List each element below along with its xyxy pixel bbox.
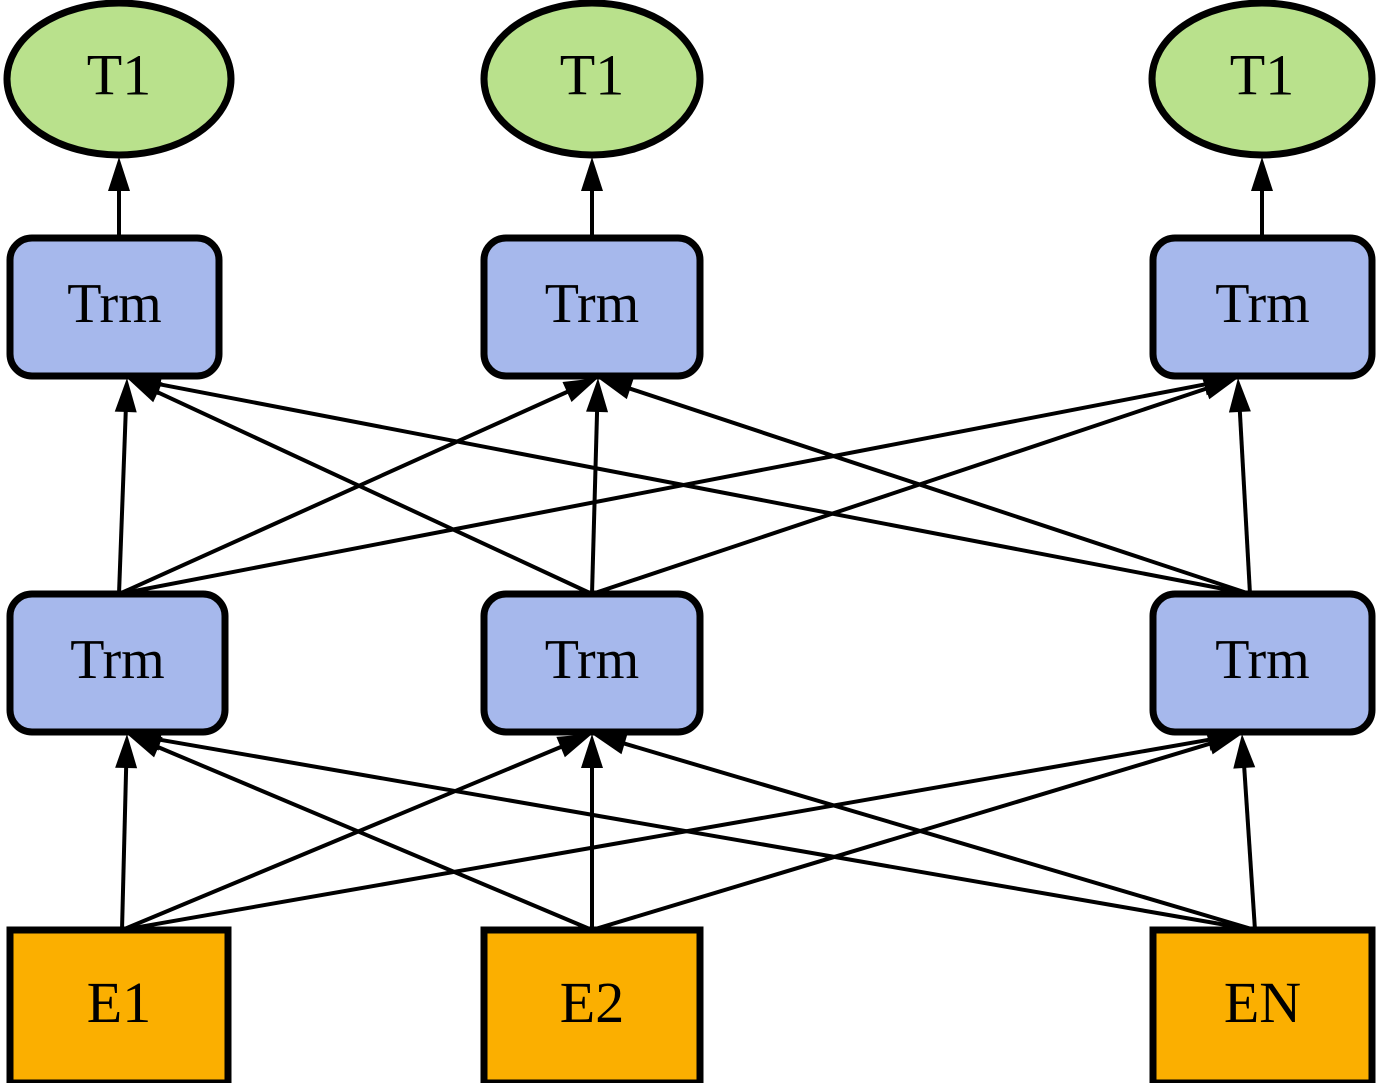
node-group-output-tokens: T1 T1 T1 xyxy=(3,0,1376,159)
edge-e2-to-trm-l-right xyxy=(591,733,1242,932)
edge-trm-u-right-to-t1-right xyxy=(1251,157,1273,238)
edge-trm-l-right-to-trm-u-right xyxy=(1228,378,1252,595)
node-shape-e2 xyxy=(480,926,704,1083)
edge-trm-l-right-to-trm-u-middle xyxy=(598,378,1251,596)
edge-group-transformer2-to-tokens xyxy=(108,157,1273,238)
edge-group-transformer1-to-transformer2 xyxy=(114,373,1252,596)
edge-trm-l-left-to-trm-u-left xyxy=(114,378,137,595)
edge-e2-to-trm-l-middle xyxy=(581,734,603,930)
node-trm-u-right[interactable]: Trm xyxy=(1149,234,1376,380)
node-trm-u-left[interactable]: Trm xyxy=(6,234,223,380)
edge-en-to-trm-l-middle xyxy=(592,733,1256,932)
node-trm-l-right[interactable]: Trm xyxy=(1149,590,1376,736)
node-shape-trm-l-left xyxy=(6,590,229,736)
node-shape-trm-l-middle xyxy=(480,590,704,736)
node-group-transformer-layer-2: Trm Trm Trm xyxy=(6,234,1376,380)
node-shape-e1 xyxy=(6,926,232,1083)
edge-en-to-trm-l-right xyxy=(1233,734,1257,931)
node-shape-trm-l-right xyxy=(1149,590,1376,736)
node-trm-l-left[interactable]: Trm xyxy=(6,590,229,736)
node-t1-left[interactable]: T1 xyxy=(3,0,235,159)
node-t1-right[interactable]: T1 xyxy=(1148,0,1376,159)
node-shape-t1-middle xyxy=(480,0,704,159)
node-e1[interactable]: E1 xyxy=(6,926,232,1083)
edge-group-embeddings-to-transformer1 xyxy=(115,728,1257,932)
node-shape-t1-right xyxy=(1148,0,1376,159)
node-shape-trm-u-middle xyxy=(480,234,704,380)
node-shape-trm-u-right xyxy=(1149,234,1376,380)
edge-e1-to-trm-l-left xyxy=(115,734,138,931)
node-shape-trm-u-left xyxy=(6,234,223,380)
edge-trm-l-left-to-trm-u-middle xyxy=(118,378,598,596)
node-trm-u-middle[interactable]: Trm xyxy=(480,234,704,380)
node-group-input-embeddings: E1 E2 EN xyxy=(6,926,1376,1083)
edge-e1-to-trm-l-middle xyxy=(121,734,592,932)
node-group-transformer-layer-1: Trm Trm Trm xyxy=(6,590,1376,736)
node-e2[interactable]: E2 xyxy=(480,926,704,1083)
edge-trm-l-middle-to-trm-u-right xyxy=(591,378,1238,596)
node-shape-en xyxy=(1149,926,1376,1083)
edge-trm-l-middle-to-trm-u-middle xyxy=(586,378,609,595)
node-shape-t1-left xyxy=(3,0,235,159)
node-t1-middle[interactable]: T1 xyxy=(480,0,704,159)
edge-trm-u-left-to-t1-left xyxy=(108,157,130,238)
node-en[interactable]: EN xyxy=(1149,926,1376,1083)
edge-trm-u-middle-to-t1-middle xyxy=(581,157,603,238)
node-trm-l-middle[interactable]: Trm xyxy=(480,590,704,736)
